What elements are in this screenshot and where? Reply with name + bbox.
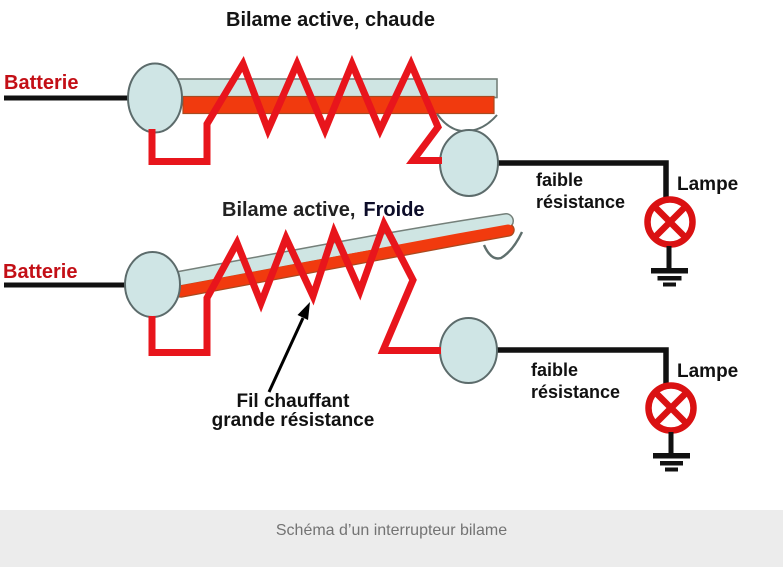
ground-bar1-top: [651, 268, 688, 274]
ground-bar3-bottom: [665, 467, 678, 472]
battery-label-bottom: Batterie: [3, 261, 78, 283]
lamp-wire-bottom: [497, 347, 669, 388]
contact-right-top: [439, 129, 499, 197]
contact-right-bottom: [439, 317, 498, 384]
battery-label-top: Batterie: [4, 72, 79, 94]
heater-label-line2: grande résistance: [211, 410, 375, 431]
heater-arrow-head: [297, 302, 310, 320]
heater-wire-bottom: [148, 215, 441, 356]
heater-label-line1: Fil chauffant: [236, 391, 350, 412]
low-resistance-top-line1: faible: [536, 170, 584, 190]
ground-bar2-bottom: [660, 461, 683, 466]
title-bottom-prefix: Bilame active,: [222, 199, 356, 221]
ground-bar2-top: [657, 276, 682, 281]
heater-arrow-line: [267, 317, 305, 393]
low-resistance-bottom-line2: résistance: [531, 382, 621, 402]
caption-bar: Schéma d’un interrupteur bilame: [0, 510, 783, 567]
heater-wire-label: Fil chauffant grande résistance: [193, 392, 393, 430]
low-resistance-bottom-line1: faible: [531, 360, 579, 380]
contact-hook-top: [436, 113, 498, 133]
bimetal-strip-bottom-blue-layer: [171, 214, 513, 286]
lamp-label-bottom: Lampe: [677, 361, 739, 382]
low-resistance-label-bottom: faible résistance: [531, 359, 620, 403]
lamp-label-top: Lampe: [677, 174, 739, 195]
contact-left-top: [127, 62, 183, 134]
title-bottom-state: Froide: [363, 199, 425, 221]
caption-text: Schéma d’un interrupteur bilame: [275, 522, 508, 539]
low-resistance-top-line2: résistance: [536, 192, 626, 212]
lamp-wire-top: [497, 160, 669, 199]
title-top: Bilame active, chaude: [226, 9, 435, 31]
heater-wire-top: [148, 54, 443, 165]
ground-bar1-bottom: [653, 453, 690, 459]
low-resistance-label-top: faible résistance: [536, 169, 625, 213]
contact-hook-bottom: [482, 231, 524, 260]
ground-bar3-top: [663, 282, 676, 287]
contact-left-bottom: [124, 251, 181, 318]
lamp-cross-bottom-2: [653, 390, 689, 426]
title-bottom: Bilame active, Froide: [222, 199, 425, 222]
lamp-cross-top-2: [652, 204, 688, 240]
